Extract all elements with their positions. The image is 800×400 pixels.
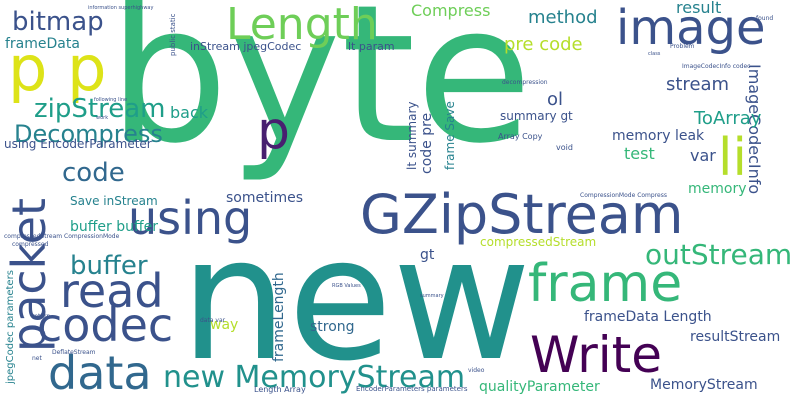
word: information superhighway bbox=[88, 5, 154, 11]
word: p p bbox=[8, 32, 107, 105]
word: buffer buffer bbox=[70, 219, 158, 235]
word: outStream bbox=[645, 238, 793, 271]
word: stream bbox=[666, 74, 730, 95]
word: pre code bbox=[504, 34, 583, 55]
word: Compress bbox=[411, 1, 491, 20]
word: frame Save bbox=[443, 101, 457, 170]
word: summary bbox=[420, 293, 444, 299]
word: GZipStream bbox=[360, 183, 684, 246]
word: bitmap bbox=[12, 7, 104, 37]
word: test bbox=[624, 144, 655, 163]
word: gt bbox=[420, 247, 435, 263]
word: inStream jpegCodec bbox=[190, 40, 302, 53]
word: public static bbox=[169, 13, 177, 56]
word: result bbox=[676, 0, 722, 17]
word: Write bbox=[530, 326, 663, 384]
word: return bbox=[32, 313, 51, 320]
word: decompression bbox=[502, 79, 548, 86]
word: lt summary bbox=[405, 101, 419, 170]
word: frameData Length bbox=[584, 309, 712, 325]
word: memory bbox=[688, 181, 747, 197]
word: video bbox=[468, 367, 485, 374]
word: Problem bbox=[670, 43, 695, 50]
word: class bbox=[648, 51, 661, 57]
word: jpegCodec parameters bbox=[5, 270, 16, 384]
word: zipStream bbox=[34, 94, 166, 124]
word: RGB Values bbox=[332, 283, 361, 289]
word: p bbox=[257, 101, 291, 161]
word: ToArray bbox=[694, 108, 762, 129]
word: frameLength bbox=[271, 272, 287, 362]
word: compressedStream CompressionMode bbox=[4, 233, 120, 240]
word: read bbox=[60, 264, 164, 318]
word: EncoderParameters parameters bbox=[356, 385, 468, 393]
word: void bbox=[556, 143, 573, 152]
word: var bbox=[690, 146, 716, 165]
word: Length Array bbox=[254, 385, 306, 394]
word: resultStream bbox=[690, 329, 781, 345]
word: code pre bbox=[419, 112, 435, 174]
word: strong bbox=[310, 319, 355, 335]
word: ol bbox=[547, 89, 564, 110]
word: CompressionMode Compress bbox=[580, 192, 667, 199]
word: way bbox=[210, 317, 239, 333]
word: Decompress bbox=[14, 120, 163, 148]
word: qualityParameter bbox=[479, 379, 600, 395]
word: data bbox=[48, 346, 152, 400]
word: codec bbox=[37, 298, 174, 352]
word: new bbox=[180, 201, 532, 399]
word: byte bbox=[108, 0, 533, 185]
word: lt param bbox=[348, 40, 395, 53]
word: frame bbox=[528, 254, 683, 314]
word: net bbox=[32, 355, 42, 362]
word: found bbox=[756, 15, 774, 22]
word: new MemoryStream bbox=[163, 360, 466, 395]
word: memory leak bbox=[612, 128, 705, 144]
word: method bbox=[528, 7, 598, 28]
word: li bbox=[718, 128, 747, 188]
word: work bbox=[96, 115, 109, 121]
word: back bbox=[170, 103, 209, 122]
word: following line bbox=[94, 97, 128, 103]
word: compressedStream bbox=[480, 235, 597, 249]
word: sometimes bbox=[226, 190, 304, 206]
word: ImageCodecInfo bbox=[745, 64, 764, 195]
word: code bbox=[62, 158, 125, 188]
word: MemoryStream bbox=[650, 377, 758, 393]
word: data var bbox=[200, 317, 226, 324]
word: buffer bbox=[70, 251, 148, 281]
word: using EncoderParameter bbox=[4, 137, 152, 151]
word: using bbox=[128, 191, 253, 245]
word: Length bbox=[226, 0, 378, 50]
word: ImageCodecInfo codec bbox=[682, 63, 751, 70]
word: Array Copy bbox=[498, 132, 543, 141]
word: summary gt bbox=[500, 109, 573, 123]
word: image bbox=[616, 0, 766, 56]
word: compressed bbox=[12, 241, 49, 248]
word: Save inStream bbox=[70, 194, 158, 208]
word: frameData bbox=[5, 36, 80, 52]
word: DeflateStream bbox=[52, 349, 96, 356]
